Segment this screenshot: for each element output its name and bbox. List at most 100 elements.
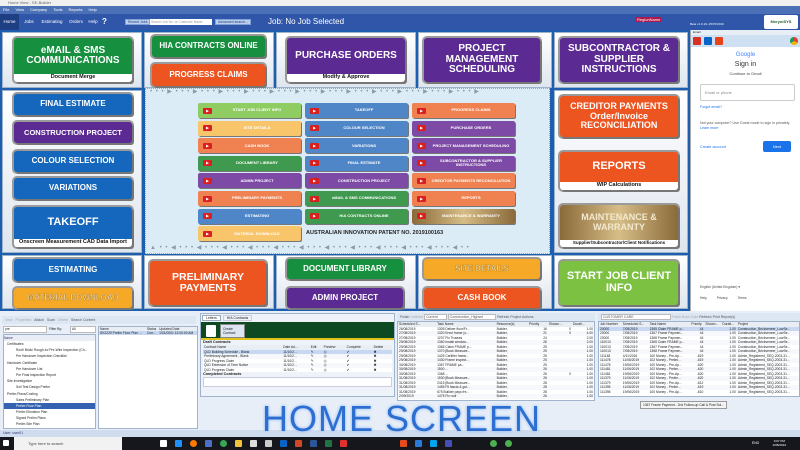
complete-icon[interactable]: ✔ <box>345 363 373 368</box>
taskbar-search[interactable]: Type here to search <box>14 437 122 450</box>
menu-reports[interactable]: Reports <box>68 7 83 12</box>
column-header[interactable]: Preview <box>322 345 346 350</box>
video-button[interactable]: ▶MATERIAL DOWNLOAD <box>198 226 301 242</box>
language-select[interactable]: English (United Kingdom) ▾ <box>700 285 740 289</box>
video-button[interactable]: ▶eMAIL & SMS COMMUNICATIONS <box>305 191 408 206</box>
tree-item[interactable]: Certificates <box>7 342 24 346</box>
menu-tools[interactable]: Tools <box>53 7 63 12</box>
tile-creditor-payments[interactable]: CREDITOR PAYMENTS Order/Invoice RECONCIL… <box>560 96 678 137</box>
menu-help[interactable]: Help <box>88 7 97 12</box>
video-button[interactable]: ▶VARIATIONS <box>305 138 408 154</box>
column-header[interactable]: Updated Date <box>158 327 197 331</box>
column-header[interactable]: Durati... <box>721 322 737 327</box>
menu-view[interactable]: View <box>15 7 25 12</box>
tile-construction-project[interactable]: CONSTRUCTION PROJECT <box>14 122 132 143</box>
unfinish-button[interactable]: Unfinish <box>410 315 423 319</box>
forgot-email-link[interactable]: Forgot email? <box>700 105 722 109</box>
complete-icon[interactable]: ✔ <box>345 354 373 359</box>
footer-privacy-link[interactable]: Privacy <box>716 296 728 300</box>
preview-icon[interactable]: ◎ <box>323 358 327 363</box>
tree-item[interactable]: Prelim Elevation Plan <box>16 410 48 415</box>
column-header[interactable]: Task Name <box>436 322 496 327</box>
edge-icon[interactable] <box>175 440 182 447</box>
tile-final-estimate[interactable]: FINAL ESTIMATE <box>14 94 132 115</box>
firefox-icon[interactable] <box>190 440 197 447</box>
tab-orders[interactable]: Orders <box>69 19 83 24</box>
column-header[interactable]: Shown... <box>704 322 722 327</box>
video-button[interactable]: ▶COLOUR SELECTION <box>305 120 408 136</box>
tree-item[interactable]: Pre Handover List <box>16 366 43 371</box>
tree-item[interactable]: Signed Prelim Plans <box>16 416 46 421</box>
video-button[interactable]: ▶START JOB CLIENT INFO <box>198 103 301 118</box>
tree-item[interactable]: Prelim Site Plan <box>16 422 40 427</box>
tile-preliminary-payments[interactable]: PRELIMINARY PAYMENTS <box>150 261 266 305</box>
tile-hia-contracts[interactable]: HIA CONTRACTS ONLINE <box>152 36 265 57</box>
preview-icon[interactable]: ◎ <box>323 367 327 372</box>
video-button[interactable]: ▶MAINTENANCE & WARRANTY <box>412 208 515 224</box>
column-header[interactable]: Date Ad... <box>282 345 310 350</box>
project-select[interactable]: Construction_Highset <box>447 314 497 320</box>
help-icon[interactable]: ? <box>102 17 107 26</box>
tile-material-download[interactable]: MATERIAL DOWNLOAD <box>14 288 132 308</box>
video-button[interactable]: ▶CASH BOOK <box>198 138 301 154</box>
tab-help[interactable]: Help <box>88 19 98 24</box>
delete-icon[interactable]: ✖ <box>373 367 377 372</box>
book-date-button[interactable]: Book Date <box>681 315 699 319</box>
tree-item[interactable]: Sales Preliminary Plan <box>16 397 50 402</box>
outlook-icon[interactable] <box>704 37 712 45</box>
chrome-icon[interactable] <box>790 37 798 45</box>
tree-item[interactable]: Soil Test Design Prelim <box>16 385 50 390</box>
column-header[interactable]: Priority <box>527 322 548 327</box>
video-button[interactable]: ▶ADMIN PROJECT <box>198 173 301 189</box>
delete-button[interactable]: Delete <box>57 318 69 322</box>
project-actions-button[interactable]: Project Actions <box>510 315 534 319</box>
video-button[interactable]: ▶FINAL ESTIMATE <box>305 155 408 171</box>
tree-item[interactable]: Site Investigation <box>7 379 33 384</box>
column-header[interactable]: Task Name <box>648 322 691 327</box>
video-button[interactable]: ▶PROJECT MANAGEMENT SCHEDULING <box>412 138 515 154</box>
video-button[interactable]: ▶TAKEOFF <box>305 103 408 118</box>
care-select[interactable]: CUSTOMER CARE <box>601 314 671 320</box>
tab-jobs[interactable]: Jobs <box>24 19 34 24</box>
finish-button[interactable]: Finish <box>400 315 410 319</box>
complete-icon[interactable]: ✔ <box>346 358 350 363</box>
footer-help-link[interactable]: Help <box>700 296 707 300</box>
filter-input[interactable]: pre <box>3 326 47 333</box>
video-button[interactable]: ▶REPORTS <box>412 191 515 206</box>
search-content-button[interactable]: Search Content <box>70 318 96 322</box>
properties-button[interactable]: Properties <box>15 318 32 322</box>
create-account-link[interactable]: Create account <box>700 144 726 149</box>
edit-icon[interactable]: ✎ <box>310 358 314 363</box>
delete-icon[interactable]: ✖ <box>372 363 392 368</box>
column-header[interactable]: Resource(s) <box>495 322 528 327</box>
tile-project-management[interactable]: PROJECT MANAGEMENT SCHEDULING <box>424 38 540 82</box>
delete-icon[interactable]: ✖ <box>372 349 392 354</box>
tile-document-library[interactable]: DOCUMENT LIBRARY <box>287 259 403 279</box>
tab-letters[interactable]: Letters <box>202 315 221 321</box>
powerpoint-icon[interactable] <box>295 440 302 447</box>
video-button[interactable]: ▶PROGRESS CLAIMS <box>412 103 515 118</box>
column-header[interactable]: Priority <box>690 322 705 327</box>
video-button[interactable]: ▶SITE DETAILS <box>198 120 301 136</box>
tile-variations[interactable]: VARIATIONS <box>14 178 132 199</box>
menu-company[interactable]: Company <box>30 7 48 12</box>
app-green2-icon[interactable] <box>505 440 512 447</box>
tree-item[interactable]: Roof/ Brick/ Rough-In/ Pre-Wire Inspecti… <box>16 348 88 353</box>
